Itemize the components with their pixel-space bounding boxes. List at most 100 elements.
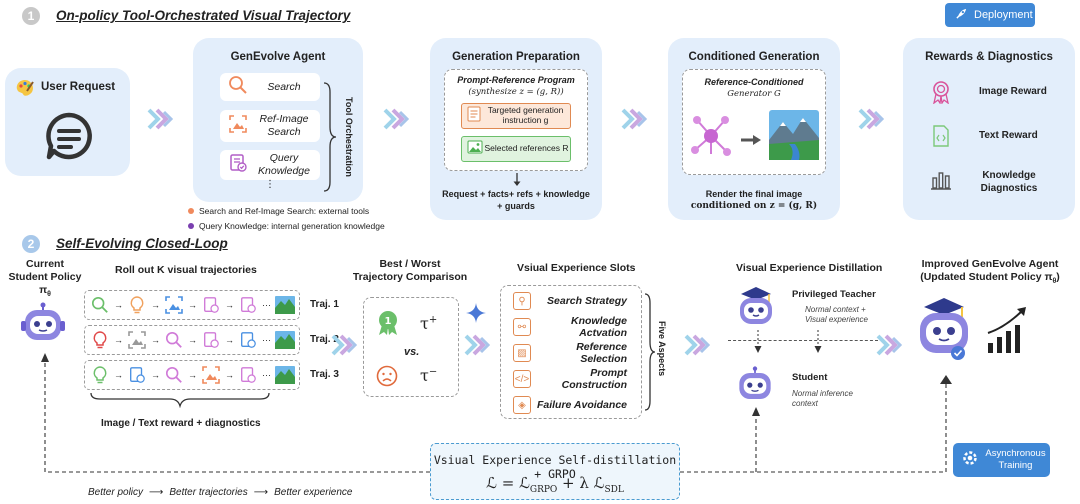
- rollout-brace-icon: [90, 392, 270, 413]
- palette-icon: [15, 78, 35, 103]
- image-reward-label: Image Reward: [979, 86, 1047, 97]
- award-ribbon-icon: [931, 80, 951, 109]
- tau-plus: τ+: [420, 314, 437, 333]
- legend-external-tools: Search and Ref-Image Search: external to…: [188, 206, 369, 216]
- robot-student-icon: [735, 366, 775, 411]
- legend-dot-orange: [188, 208, 194, 214]
- deployment-button[interactable]: Deployment: [945, 3, 1035, 27]
- rollout-title: Roll out K visual trajectories: [115, 264, 257, 276]
- svg-text:1: 1: [385, 316, 392, 327]
- slot-label: Prompt Construction: [561, 367, 627, 391]
- conditioned-generation-panel: Conditioned Generation Reference-Conditi…: [668, 38, 840, 220]
- conditioned-footer-line1: Render the final image: [705, 189, 803, 199]
- landscape-thumbnail-icon: [274, 294, 296, 316]
- legend-internal-text: Query Knowledge: internal generation kno…: [199, 221, 385, 231]
- arrow-icon: →: [188, 300, 197, 310]
- trajectory-3-row: → → → → ···: [84, 360, 300, 390]
- lightbulb-icon: [126, 294, 148, 316]
- traj-3-label: Traj. 3: [310, 369, 339, 380]
- tool-orchestration-text: Tool Orchestration: [344, 97, 354, 177]
- flow-chevron-icon: [147, 108, 173, 130]
- rewards-diagnostics-panel: Rewards & Diagnostics Image Reward Text …: [903, 38, 1075, 220]
- generation-prep-panel: Generation Preparation Prompt-Reference …: [430, 38, 602, 220]
- code-icon: </>: [513, 370, 531, 388]
- distillation-title: Visual Experience Distillation: [736, 262, 883, 274]
- async-training-label: Asynchronous Training: [985, 448, 1046, 471]
- landscape-image-icon: [769, 110, 819, 165]
- formula-lhs: ℒ = ℒ: [486, 474, 530, 492]
- comparison-title-line1: Best / Worst: [379, 258, 441, 270]
- knowledge-icon: [237, 329, 259, 351]
- right-arrow-icon: [741, 132, 761, 150]
- image-search-icon: [126, 329, 148, 351]
- search-icon: [89, 294, 111, 316]
- conditioned-generation-title: Conditioned Generation: [688, 51, 820, 63]
- knowledge-icon: [126, 364, 148, 386]
- reference-conditioned-generator-box: Reference-Conditioned Generator G: [682, 69, 826, 175]
- objective-formula: ℒ = ℒGRPO + λ ℒSDL: [431, 474, 679, 495]
- legend-dot-purple: [188, 223, 194, 229]
- arrow-icon: →: [151, 370, 160, 380]
- prompt-reference-program-box: Prompt-Reference Program (synthesize z =…: [444, 69, 588, 171]
- bottom-flow-item: Better trajectories: [169, 487, 248, 498]
- tau-minus-sup: −: [428, 366, 438, 378]
- targeted-instruction-text: Targeted generation instruction g: [487, 105, 564, 125]
- ellipsis: ···: [262, 300, 271, 310]
- image-search-icon: [228, 114, 248, 139]
- slot-search-strategy: ⚲ Search Strategy: [501, 288, 641, 314]
- tool-search-label: Search: [267, 80, 301, 93]
- arrow-icon: ⟶: [253, 487, 269, 498]
- knowledge-icon: [237, 364, 259, 386]
- trajectory-1-row: → → → → ···: [84, 290, 300, 320]
- improved-line2: (Updated Student Policy π: [920, 271, 1053, 284]
- image-icon: [467, 140, 483, 159]
- sad-face-icon: [376, 365, 398, 392]
- generator-subtitle: Generator G: [727, 89, 781, 99]
- comparison-box: 1 τ+ vs. τ−: [363, 297, 459, 397]
- objective-box: Vsiual Experience Self-distillation + GR…: [430, 443, 680, 500]
- comparison-title: Best / Worst Trajectory Comparison: [350, 258, 470, 284]
- traj-1-label: Traj. 1: [310, 299, 339, 310]
- tau-minus-symbol: τ: [420, 366, 429, 385]
- search-icon: ⚲: [513, 292, 531, 310]
- tools-ellipsis: ⋮: [265, 179, 275, 190]
- experience-slots-box: ⚲Search Strategy ⚯Knowledge Actvation ▨R…: [500, 285, 642, 419]
- teacher-label: Privileged Teacher: [792, 289, 876, 300]
- down-arrow-icon: [512, 173, 522, 192]
- trajectory-2-row: → → → → ···: [84, 325, 300, 355]
- improved-line1: Improved GenEvolve Agent: [921, 258, 1059, 270]
- bottom-flow-item: Better policy: [88, 487, 144, 498]
- formula-grpo: GRPO: [529, 485, 558, 495]
- flow-chevron-icon: [464, 334, 490, 356]
- knowledge-icon: [228, 153, 248, 178]
- slot-label: Reference Selection: [576, 341, 627, 365]
- legend-external-text: Search and Ref-Image Search: external to…: [199, 206, 370, 216]
- genevolve-title: GenEvolve Agent: [230, 51, 326, 63]
- arrow-icon: →: [114, 370, 123, 380]
- code-file-icon: [932, 125, 950, 152]
- formula-sdl: SDL: [604, 485, 624, 495]
- slot-label: Search Strategy: [547, 295, 627, 307]
- slots-brace-icon: [644, 293, 656, 416]
- generation-prep-title: Generation Preparation: [452, 51, 580, 63]
- flow-chevron-icon: [684, 334, 710, 356]
- improved-close: ): [1056, 271, 1060, 284]
- arrow-icon: →: [188, 335, 197, 345]
- bottom-flow: Better policy ⟶ Better trajectories ⟶ Be…: [88, 487, 352, 498]
- conditioned-footer-line2: conditioned on z = (g, R): [690, 201, 818, 211]
- growth-chart-icon: [984, 305, 1030, 360]
- flow-chevron-icon: [876, 334, 902, 356]
- arrow-icon: →: [114, 300, 123, 310]
- robot-graduate-icon: [914, 295, 974, 370]
- program-subtitle: (synthesize z = (g, R)): [468, 87, 564, 97]
- tau-plus-symbol: τ: [420, 314, 429, 333]
- slot-label: Knowledge Actvation: [570, 315, 627, 339]
- async-training-badge: Asynchronous Training: [953, 443, 1050, 477]
- tool-ref-image-search: Ref-Image Search: [220, 110, 320, 142]
- section-title-1: On-policy Tool-Orchestrated Visual Traje…: [56, 8, 351, 23]
- traj-2-label: Traj. 2: [310, 334, 339, 345]
- search-icon: [163, 329, 185, 351]
- student-policy-line1: Current: [26, 258, 64, 270]
- generation-prep-footer: Request + facts+ refs + knowledge + guar…: [442, 189, 590, 212]
- arrow-icon: →: [225, 300, 234, 310]
